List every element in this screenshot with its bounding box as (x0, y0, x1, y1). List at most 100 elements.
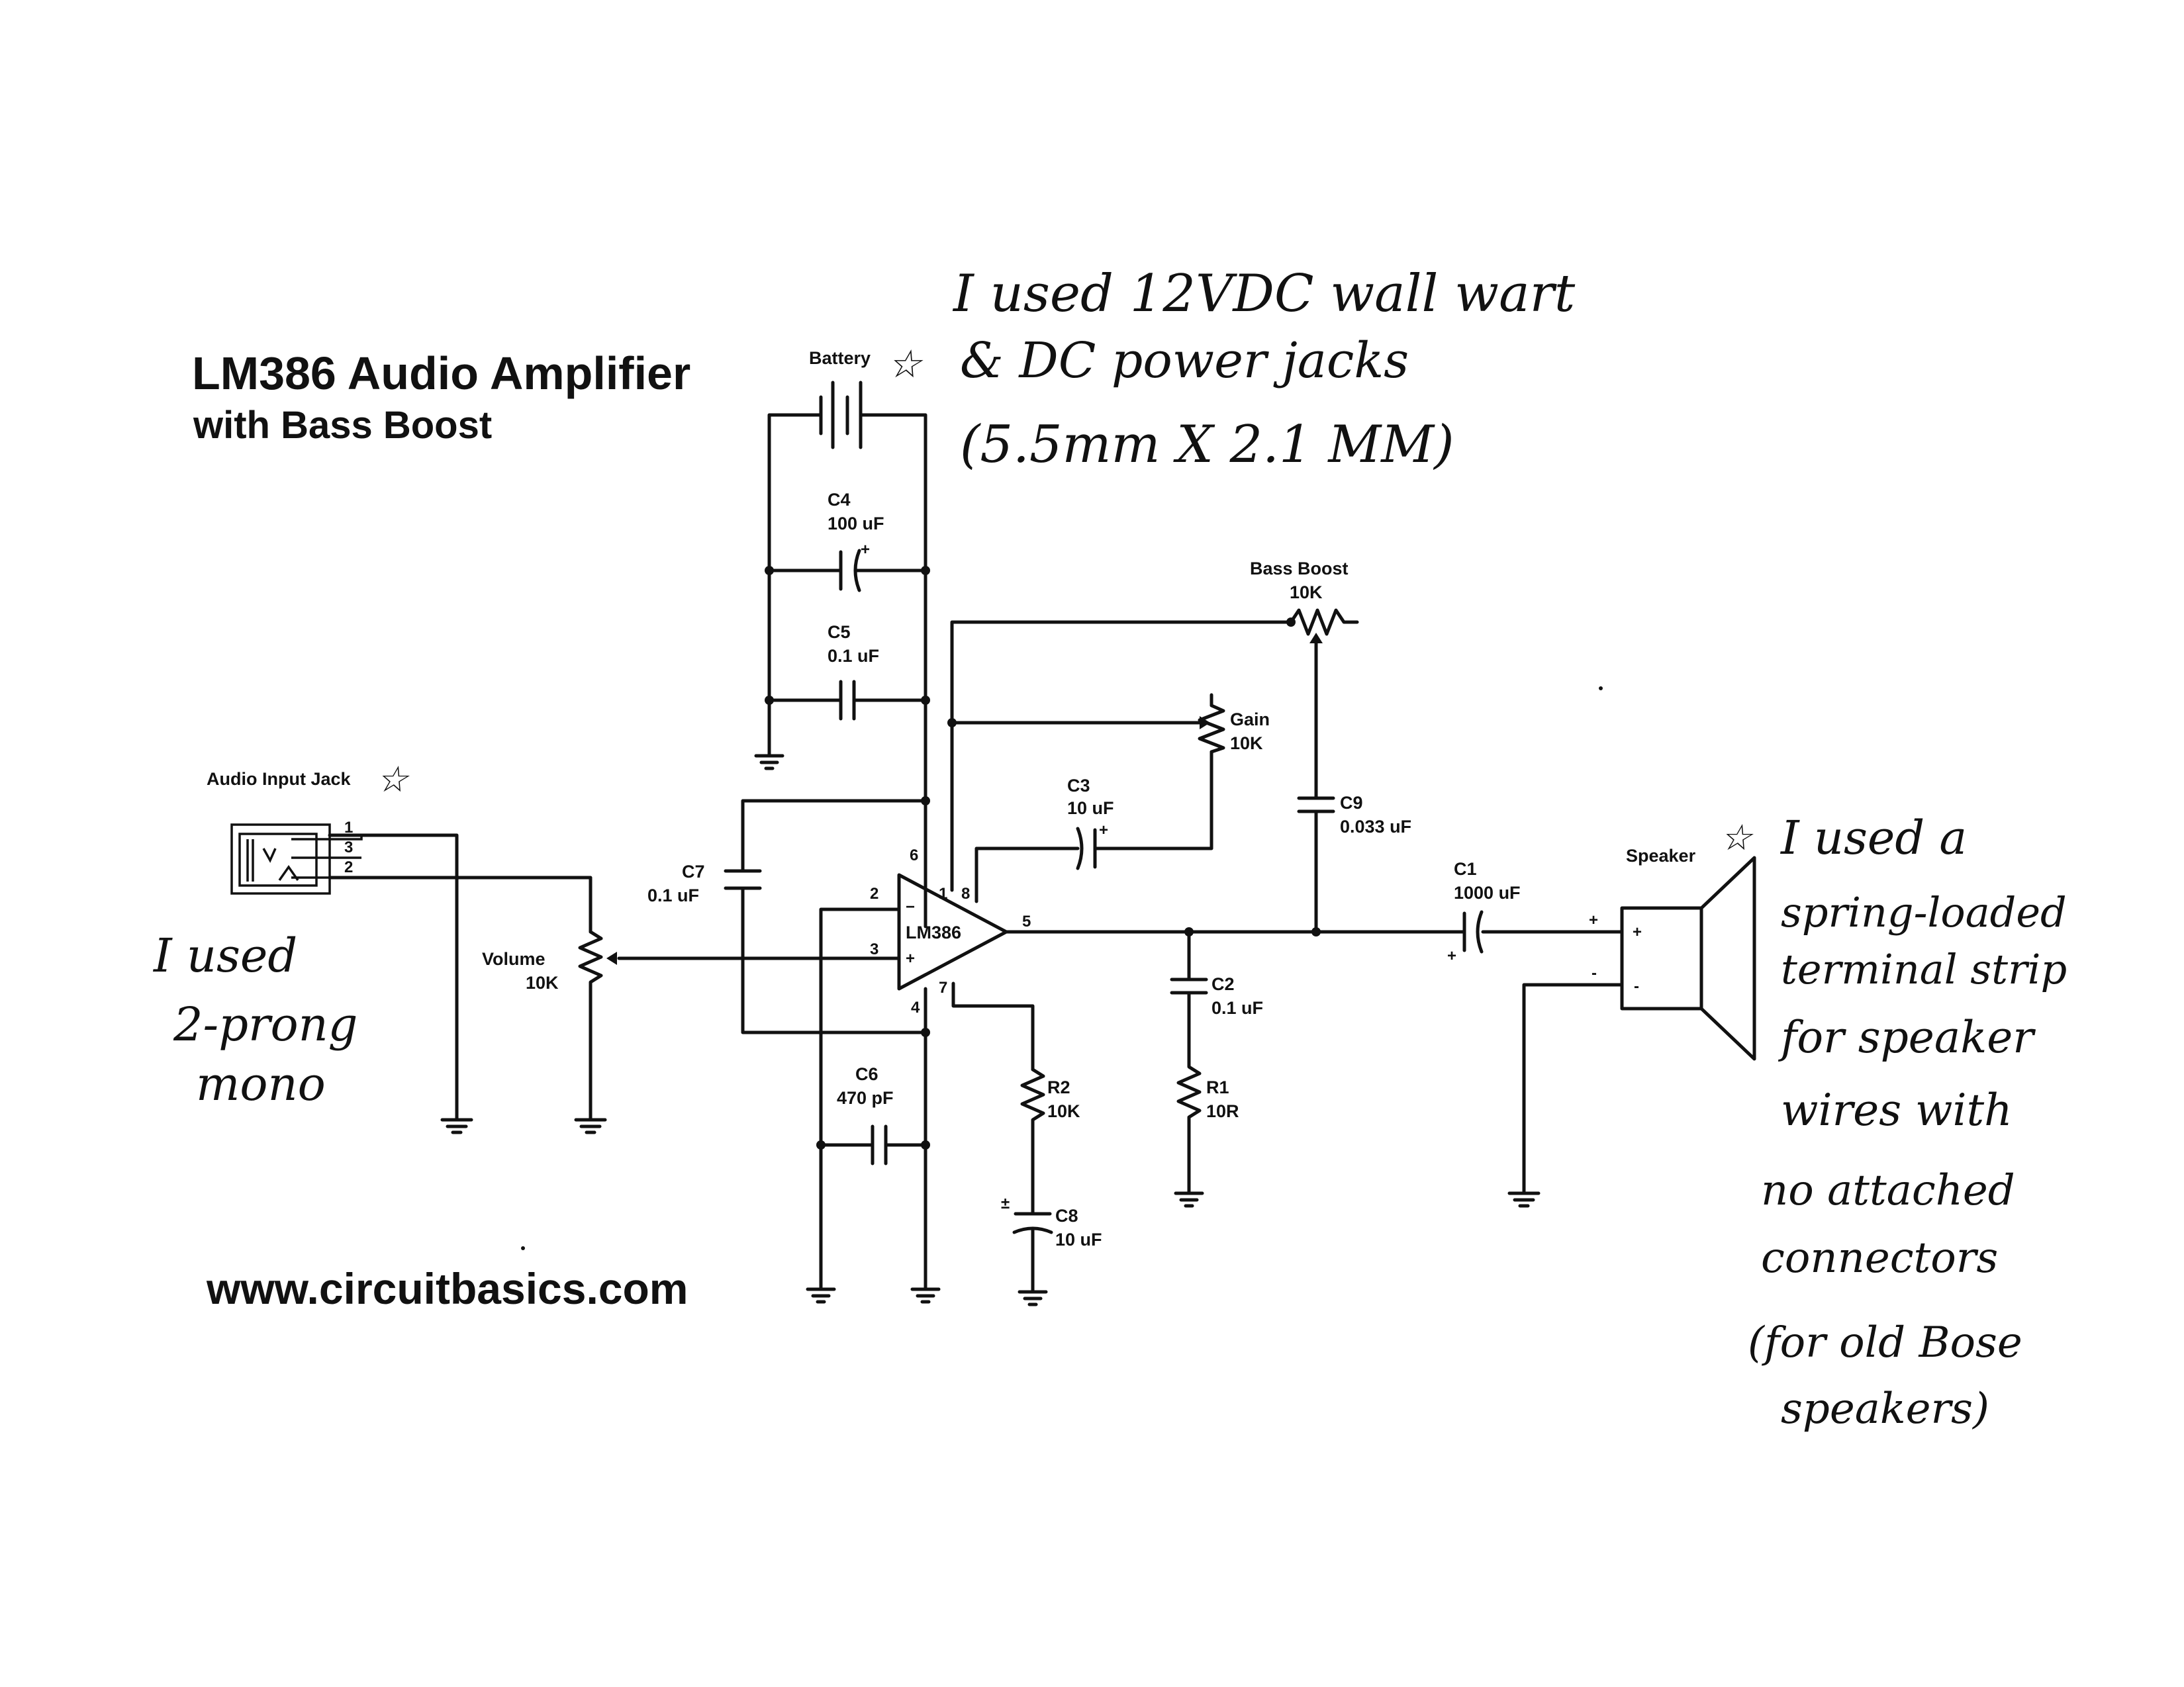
bass-boost-potentiometer (1289, 608, 1359, 636)
speaker-plus: + (1633, 923, 1642, 941)
wire-c3-gain (1094, 750, 1213, 850)
c4-capacitor (839, 549, 861, 592)
wire-pin2 (819, 907, 901, 1289)
website-credit: www.circuitbasics.com (206, 1264, 688, 1313)
r1-resistor (1176, 991, 1202, 1193)
c4-name: C4 (828, 490, 851, 510)
wire-c7-top (741, 799, 927, 873)
ic-pin-4: 4 (911, 999, 920, 1017)
c2-value: 0.1 uF (1211, 998, 1263, 1018)
power-note-line-3: (5.5mm X 2.1 MM) (960, 415, 1454, 475)
speaker-note-line-1: I used a (1780, 811, 1967, 865)
wire-c7-bottom (741, 886, 927, 1034)
scan-speck (1599, 686, 1603, 690)
c6-capacitor (871, 1124, 888, 1165)
c5-value: 0.1 uF (828, 646, 879, 666)
c8-value: 10 uF (1055, 1230, 1102, 1250)
wire-jack-signal (328, 876, 593, 934)
ground-symbol-power (754, 754, 784, 770)
ground-symbol-pin2 (806, 1287, 836, 1304)
c1-polarity: + (1447, 947, 1456, 965)
r2-name: R2 (1047, 1077, 1070, 1097)
ground-symbol-pin4 (910, 1287, 941, 1304)
r2-value: 10K (1047, 1101, 1080, 1121)
c2-name: C2 (1211, 974, 1235, 994)
c3-name: C3 (1067, 776, 1090, 796)
ic-pin-7: 7 (939, 979, 947, 997)
schematic-subtitle: with Bass Boost (193, 404, 492, 447)
c1-value: 1000 uF (1454, 883, 1521, 903)
input-note-line-2: 2-prong (173, 997, 358, 1052)
c7-value: 0.1 uF (647, 886, 699, 905)
speaker-note: I used a spring-loaded terminal strip fo… (1748, 811, 2067, 1434)
bass-boost-name: Bass Boost (1250, 559, 1349, 578)
speaker-star: ☆ (1720, 817, 1754, 858)
power-section: Battery ☆ C4 100 uF + C5 0.1 uF (754, 342, 930, 929)
lm386-ic (897, 873, 1008, 991)
ic-pin-1: 1 (939, 885, 947, 903)
c6-value: 470 pF (837, 1088, 894, 1108)
wire-pin7-r2 (951, 981, 1035, 1071)
wire-battery-left (767, 413, 823, 756)
c6-name: C6 (855, 1064, 878, 1084)
speaker-cone (1699, 856, 1756, 1061)
speaker-wire-minus: - (1591, 964, 1597, 982)
c1-name: C1 (1454, 859, 1477, 879)
scan-speck (521, 1246, 525, 1250)
c3-polarity: + (1099, 821, 1108, 839)
battery-label: Battery (809, 348, 871, 368)
audio-input-jack (230, 823, 331, 895)
ground-symbol-c8 (1018, 1290, 1048, 1306)
speaker-section: + C1 1000 uF + - + - Speaker ☆ (1447, 817, 1756, 1208)
c7-name: C7 (682, 862, 705, 882)
ic-pin-5: 5 (1022, 913, 1031, 931)
ic-plus-sign: + (906, 950, 915, 968)
r2-resistor (1020, 1068, 1045, 1214)
speaker-note-line-8: (for old Bose (1748, 1318, 2022, 1367)
ic-pin-3: 3 (870, 940, 878, 958)
ground-symbol-volume (574, 1118, 607, 1134)
speaker-note-line-7: connectors (1761, 1234, 1998, 1283)
ic-pin-8: 8 (961, 885, 970, 903)
speaker-note-line-6: no attached (1761, 1166, 2015, 1215)
power-note-line-1: I used 12VDC wall wart (952, 264, 1576, 324)
speaker-note-line-3: terminal strip (1781, 945, 2067, 993)
c7-capacitor (724, 869, 762, 890)
gain-name: Gain (1230, 709, 1270, 729)
volume-value: 10K (526, 973, 559, 993)
c5-capacitor (839, 680, 856, 721)
power-note-line-2: & DC power jacks (960, 332, 1409, 389)
speaker-note-line-9: speakers) (1781, 1385, 1989, 1434)
wire-pin8-c3 (974, 846, 1080, 903)
c9-value: 0.033 uF (1340, 817, 1411, 837)
speaker-minus: - (1634, 978, 1639, 995)
c2-capacitor (1170, 978, 1208, 995)
c9-name: C9 (1340, 793, 1363, 813)
speaker-note-line-2: spring-loaded (1781, 888, 2067, 936)
c1-capacitor (1462, 910, 1484, 954)
input-note-line-1: I used (152, 929, 297, 983)
schematic-title: LM386 Audio Amplifier (192, 347, 690, 399)
input-note-line-3: mono (196, 1057, 326, 1111)
r1-name: R1 (1206, 1077, 1229, 1097)
input-section: Audio Input Jack ☆ 1 3 2 Volume 10K (207, 758, 617, 1134)
battery-symbol (819, 381, 863, 449)
jack-pin-1: 1 (344, 819, 353, 837)
wire-pin1-bass (950, 620, 1293, 892)
wire-vs-rail (859, 413, 927, 929)
speaker-wire-plus: + (1589, 911, 1598, 929)
c3-capacitor (1076, 827, 1097, 870)
speaker-note-line-5: wires with (1781, 1085, 2013, 1136)
speaker-note-line-4: for speaker (1778, 1012, 2036, 1063)
gain-potentiometer (1198, 693, 1225, 754)
ground-symbol-speaker (1507, 1191, 1541, 1208)
ic-minus-sign: − (906, 898, 915, 916)
ic-pin-6: 6 (910, 846, 918, 864)
power-note: I used 12VDC wall wart & DC power jacks … (952, 264, 1576, 475)
lm386-label: LM386 (906, 923, 961, 942)
battery-star: ☆ (887, 342, 924, 387)
c8-name: C8 (1055, 1206, 1078, 1226)
c8-polarity: ± (1001, 1195, 1010, 1212)
wire-speaker-ground (1522, 983, 1624, 1193)
